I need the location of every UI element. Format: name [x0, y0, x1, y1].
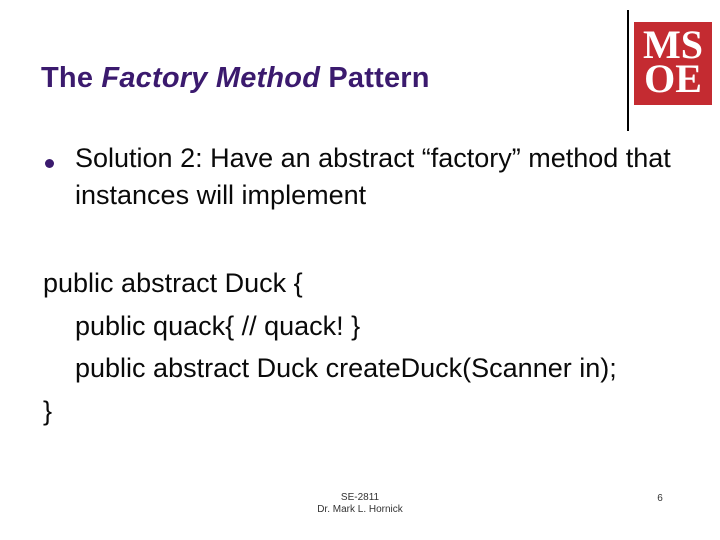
slide-title: The Factory Method Pattern — [41, 62, 430, 95]
title-prefix: The — [41, 62, 102, 94]
bullet-item: Solution 2: Have an abstract “factory” m… — [44, 140, 684, 214]
logo-divider-line — [627, 10, 629, 131]
code-line: public quack{ // quack! } — [75, 310, 361, 341]
page-number: 6 — [657, 493, 663, 504]
code-line: public abstract Duck { — [43, 268, 303, 298]
msoe-logo: MS OE — [634, 22, 712, 105]
code-line: } — [43, 395, 53, 426]
bullet-text: Solution 2: Have an abstract “factory” m… — [75, 143, 671, 210]
logo-text-line2: OE — [644, 56, 702, 101]
code-line: public abstract Duck createDuck(Scanner … — [75, 353, 617, 383]
footer: SE-2811 Dr. Mark L. Hornick — [260, 492, 460, 516]
title-emphasis: Factory Method — [101, 62, 321, 94]
code-block: public abstract Duck { public quack{ // … — [43, 262, 693, 432]
title-suffix: Pattern — [320, 62, 430, 94]
footer-course: SE-2811 — [340, 492, 380, 503]
bullet-icon — [45, 159, 54, 168]
logo-text-line1: MS — [643, 22, 703, 67]
footer-author: Dr. Mark L. Hornick — [317, 504, 403, 515]
